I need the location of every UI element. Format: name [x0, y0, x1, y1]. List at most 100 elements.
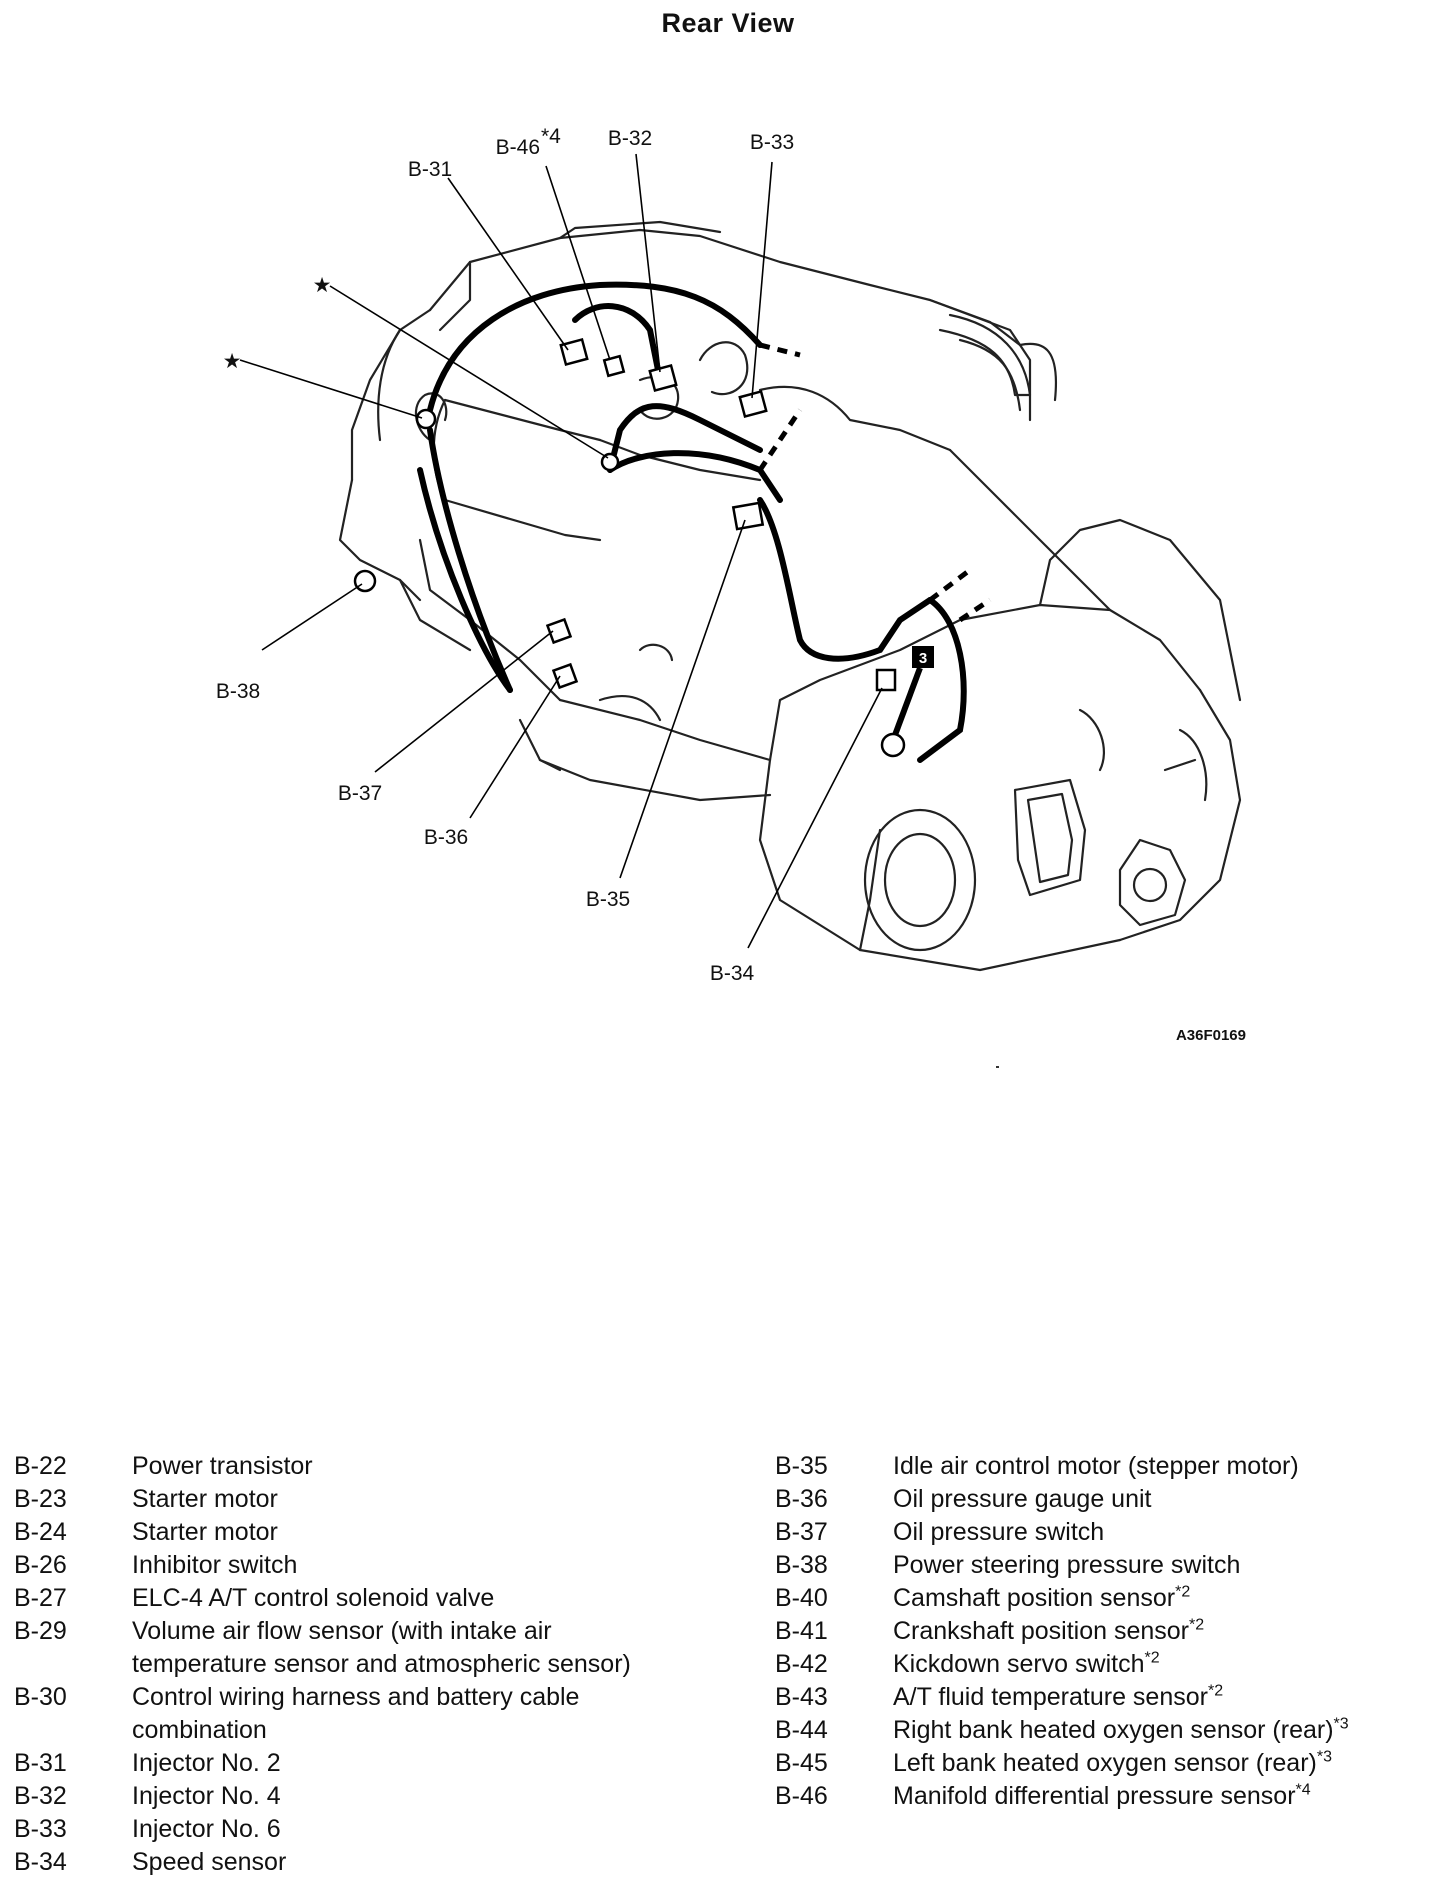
connector-id: B-26 [14, 1551, 67, 1579]
connector-id: B-46 [775, 1782, 828, 1810]
connector-name-continued: temperature sensor and atmospheric senso… [132, 1650, 631, 1678]
callout-b46: B-46 [496, 136, 540, 159]
leader-lines [239, 153, 883, 949]
connector-name: Oil pressure switch [893, 1516, 1455, 1549]
connector-name: A/T fluid temperature sensor*2 [893, 1681, 1455, 1714]
connector-name: Power steering pressure switch [893, 1549, 1455, 1582]
connector-name: Control wiring harness and battery cable [132, 1681, 774, 1714]
connector-name-text: Idle air control motor (stepper motor) [893, 1452, 1299, 1480]
connector-b31 [559, 337, 589, 367]
leader-b38 [261, 583, 363, 651]
footnote-marker: *4 [1295, 1781, 1311, 1799]
callout-b31: B-31 [408, 158, 452, 181]
connector-id: B-36 [775, 1485, 828, 1513]
connector-name: Idle air control motor (stepper motor) [893, 1450, 1455, 1483]
legend-row: B-35 Idle air control motor (stepper moto… [775, 1450, 1455, 1483]
connector-name: Camshaft position sensor*2 [893, 1582, 1455, 1615]
connector-name-text: Starter motor [132, 1518, 278, 1546]
connector-name-text: Crankshaft position sensor [893, 1617, 1189, 1645]
legend-row: B-46 Manifold differential pressure senso… [775, 1780, 1455, 1813]
connector-name: Injector No. 2 [132, 1747, 774, 1780]
leader-b35 [619, 519, 746, 879]
engine-rear-view-diagram: 3 ★ ★ B-31 B-46 *4 B-32 B-33 B-38 B-37 B… [216, 125, 1246, 1068]
ground-point-2 [600, 452, 620, 472]
scan-specks [996, 1066, 999, 1068]
callout-b33: B-33 [750, 131, 794, 154]
legend-row: B-32 Injector No. 4 [14, 1780, 774, 1813]
connector-name-text: Right bank heated oxygen sensor (rear) [893, 1716, 1334, 1744]
connector-id: B-33 [14, 1815, 67, 1843]
reference-badge: 3 [892, 646, 934, 737]
connector-name: Right bank heated oxygen sensor (rear)*3 [893, 1714, 1455, 1747]
connector-name-text: Inhibitor switch [132, 1551, 298, 1579]
connector-id: B-31 [14, 1749, 67, 1777]
legend-row: B-34 Speed sensor [14, 1846, 774, 1879]
connector-name-text: Speed sensor [132, 1848, 287, 1876]
ground-terminal [880, 732, 906, 758]
connector-id: B-38 [775, 1551, 828, 1579]
connector-b35 [731, 501, 765, 531]
footnote-marker: *2 [1144, 1649, 1160, 1667]
harness-dashes [757, 342, 992, 623]
leader-b37 [374, 630, 554, 773]
connector-name-text: Manifold differential pressure sensor [893, 1782, 1296, 1810]
connector-name-text: ELC-4 A/T control solenoid valve [132, 1584, 495, 1612]
legend-indent [14, 1648, 132, 1681]
connector-name-text: Camshaft position sensor [893, 1584, 1176, 1612]
leader-b31 [447, 177, 569, 351]
connector-name-text: Oil pressure switch [893, 1518, 1105, 1546]
connector-name: Oil pressure gauge unit [893, 1483, 1455, 1516]
engine-outline [338, 220, 1242, 972]
star-marker-1: ★ [313, 274, 332, 297]
footnote-marker: *3 [1316, 1748, 1332, 1766]
connector-id: B-27 [14, 1584, 67, 1612]
leader-b46 [545, 165, 611, 361]
connector-b34 [875, 668, 897, 692]
connector-name: Left bank heated oxygen sensor (rear)*3 [893, 1747, 1455, 1780]
connector-name-text: Kickdown servo switch [893, 1650, 1145, 1678]
leader-b36 [469, 675, 561, 819]
leader-star-2 [239, 359, 423, 419]
callout-b34: B-34 [710, 962, 755, 985]
connector-b33 [738, 389, 768, 419]
connector-id: B-30 [14, 1683, 67, 1711]
callout-b38: B-38 [216, 680, 260, 703]
legend-row-continued: temperature sensor and atmospheric senso… [14, 1648, 774, 1681]
connector-b37 [545, 617, 573, 645]
callout-b37: B-37 [338, 782, 382, 805]
connector-name-text: Left bank heated oxygen sensor (rear) [893, 1749, 1317, 1777]
wiring-harness [417, 281, 967, 763]
footnote-marker: *2 [1207, 1682, 1224, 1700]
connector-name: Volume air flow sensor (with intake air [132, 1615, 774, 1648]
callout-b36: B-36 [424, 826, 468, 849]
connectors [353, 337, 906, 758]
connector-name: Power transistor [132, 1450, 774, 1483]
connector-id: B-34 [14, 1848, 67, 1876]
connector-id: B-32 [14, 1782, 67, 1810]
connector-name: Injector No. 4 [132, 1780, 774, 1813]
connector-name: Starter motor [132, 1516, 774, 1549]
legend-row: B-30 Control wiring harness and battery c… [14, 1681, 774, 1714]
connector-name: Inhibitor switch [132, 1549, 774, 1582]
legend-row: B-33 Injector No. 6 [14, 1813, 774, 1846]
ground-point-1 [415, 408, 437, 430]
badge-label: 3 [919, 650, 927, 667]
connector-name-text: Injector No. 6 [132, 1815, 281, 1843]
connector-name-continued: combination [132, 1716, 267, 1744]
connector-name-text: Control wiring harness and battery cable [132, 1683, 580, 1711]
connector-b32 [648, 363, 678, 393]
leader-star-1 [329, 285, 609, 459]
connector-name: Manifold differential pressure sensor*4 [893, 1780, 1455, 1813]
connector-name-text: A/T fluid temperature sensor [893, 1683, 1208, 1711]
connector-id: B-35 [775, 1452, 828, 1480]
legend-row: B-31 Injector No. 2 [14, 1747, 774, 1780]
